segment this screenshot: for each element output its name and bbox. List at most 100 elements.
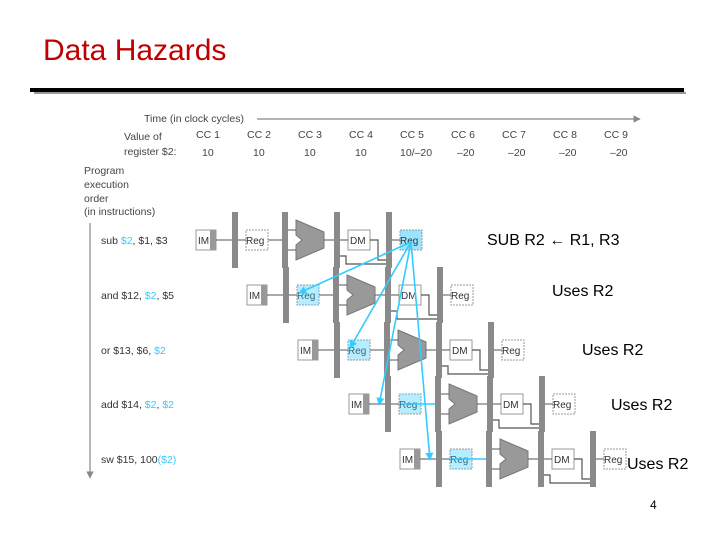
pipeline-register	[334, 212, 340, 268]
cc-label: CC 4	[349, 129, 373, 141]
alu-shape	[295, 219, 325, 261]
register-label: register $2:	[124, 146, 177, 158]
wire	[574, 458, 590, 480]
register-value: –20	[457, 147, 475, 159]
im-label: IM	[198, 236, 209, 247]
cc-label: CC 3	[298, 129, 322, 141]
callout-sub: SUB R2 ← R1, R3	[487, 232, 620, 249]
pipeline-register	[539, 376, 545, 432]
reg-label: Reg	[553, 400, 571, 411]
pipeline-register	[436, 431, 442, 487]
pipeline-row: IM Reg DM Reg	[399, 431, 627, 487]
clock-cycle-labels: CC 1 CC 2 CC 3 CC 4 CC 5 CC 6 CC 7 CC 8 CC 9	[196, 129, 628, 141]
reg-label: Reg	[400, 236, 418, 247]
dm-label: DM	[554, 455, 570, 466]
register-value: 10	[355, 147, 367, 159]
im-label: IM	[300, 346, 311, 357]
pipeline-register	[386, 212, 392, 268]
callout-uses-4: Uses R2	[627, 456, 689, 473]
pipeline-register	[385, 267, 391, 323]
dependency-line	[376, 241, 412, 406]
instruction-label: add $14, $2, $2	[101, 399, 174, 411]
title-rule-shadow	[34, 92, 686, 94]
register-value: 10	[253, 147, 265, 159]
reg-read-highlight	[348, 340, 370, 360]
wire	[472, 349, 488, 371]
reg-label: Reg	[399, 400, 417, 411]
instruction-label: sub $2, $1, $3	[101, 235, 168, 247]
im-shade	[414, 449, 420, 469]
pipeline-register	[486, 431, 492, 487]
cc-label: CC 8	[553, 129, 577, 141]
pipeline-register	[283, 267, 289, 323]
register-value: –20	[508, 147, 526, 159]
instruction-labels: sub $2, $1, $3 and $12, $2, $5 or $13, $6,…	[101, 235, 176, 466]
im-label: IM	[402, 455, 413, 466]
dm-label: DM	[452, 346, 468, 357]
pipeline-register	[538, 431, 544, 487]
order-label-line-2: execution	[84, 179, 129, 191]
callout-uses-3: Uses R2	[611, 397, 673, 414]
title-rule	[30, 88, 684, 92]
pipeline-row: IM Reg DM Reg	[348, 376, 576, 432]
reg-label: Reg	[502, 346, 520, 357]
pipeline-row: IM Reg DM Reg	[297, 322, 525, 378]
wire	[370, 239, 386, 261]
dependency-line	[410, 241, 434, 461]
alu-shape	[499, 438, 529, 480]
slide-number: 4	[650, 498, 657, 512]
wire	[421, 294, 437, 316]
im-shade	[261, 285, 267, 305]
forwarding-lines	[298, 241, 486, 461]
im-shade	[210, 230, 216, 250]
order-label-line-4: (in instructions)	[84, 206, 155, 218]
wire	[493, 419, 539, 429]
cc-label: CC 7	[502, 129, 526, 141]
pipeline-register	[334, 322, 340, 378]
instruction-label: or $13, $6, $2	[101, 345, 166, 357]
cc-label: CC 9	[604, 129, 628, 141]
im-label: IM	[249, 291, 260, 302]
reg-label: Reg	[297, 291, 315, 302]
reg-label: Reg	[604, 455, 622, 466]
dm-label: DM	[401, 291, 417, 302]
callout-uses-1: Uses R2	[552, 283, 614, 300]
cc-label: CC 6	[451, 129, 475, 141]
time-axis-label: Time (in clock cycles)	[144, 113, 244, 125]
pipeline-register	[435, 376, 441, 432]
pipeline-register	[436, 322, 442, 378]
reg-read-highlight	[297, 285, 319, 305]
cc-label: CC 1	[196, 129, 220, 141]
pipeline-register	[384, 322, 390, 378]
pipeline-register	[385, 376, 391, 432]
register-value: –20	[559, 147, 577, 159]
im-shade	[363, 394, 369, 414]
dependency-line	[298, 241, 412, 294]
alu-shape	[346, 274, 376, 316]
callout-uses-2: Uses R2	[582, 342, 644, 359]
cc-label: CC 2	[247, 129, 271, 141]
register-value: 10	[202, 147, 214, 159]
reg-label: Reg	[451, 291, 469, 302]
pipeline-register	[333, 267, 339, 323]
alu-shape	[448, 383, 478, 425]
dm-label: DM	[350, 236, 366, 247]
reg-label: Reg	[348, 346, 366, 357]
dm-label: DM	[503, 400, 519, 411]
pipeline-register	[487, 376, 493, 432]
register-value: 10	[304, 147, 316, 159]
wire	[340, 255, 386, 265]
pipeline-register	[232, 212, 238, 268]
instruction-label: and $12, $2, $5	[101, 290, 174, 302]
im-label: IM	[351, 400, 362, 411]
register-value: 10/–20	[400, 147, 432, 159]
order-label-line-3: order	[84, 193, 109, 205]
value-of-label: Value of	[124, 131, 162, 143]
order-label-line-1: Program	[84, 165, 125, 177]
cc-label: CC 5	[400, 129, 424, 141]
reg-label: Reg	[450, 455, 468, 466]
im-shade	[312, 340, 318, 360]
